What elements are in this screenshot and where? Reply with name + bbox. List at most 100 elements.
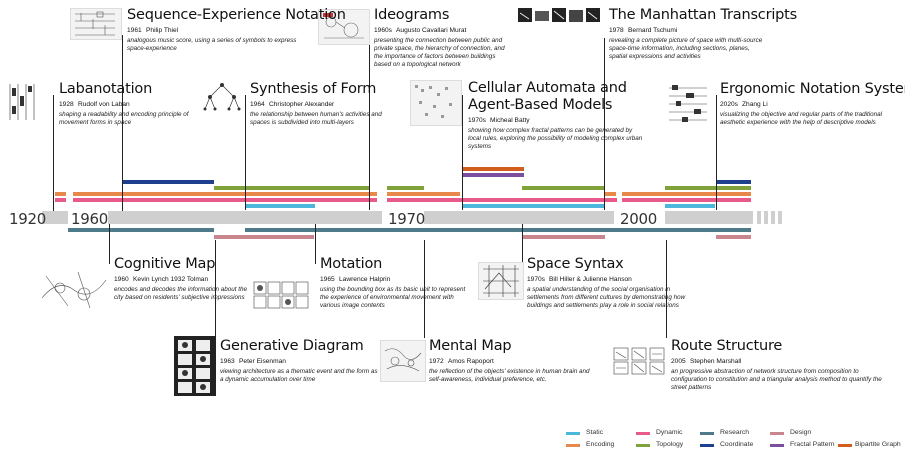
connector-sequence [122,35,123,211]
bar-design [214,235,314,239]
node-desc-synthesis: the relationship between human's activit… [250,111,382,126]
node-title-labanotation: Labanotation [59,81,153,97]
node-title-ideograms: Ideograms [374,7,450,23]
bar-coordinate [122,180,214,184]
node-year-labanotation: 1928 [59,101,74,108]
manhattan-transcripts-image [518,8,602,30]
connector-cellular [462,95,463,210]
node-author-ergonomic: Zhang Li [742,101,768,108]
node-title-cognitive: Cognitive Map [114,256,216,272]
node-title-generative: Generative Diagram [220,338,364,354]
legend-label-static: Static [586,429,603,436]
node-year-mentalmap: 1972 [429,358,444,365]
connector-mentalmap [424,240,425,338]
node-year-route: 2005 [671,358,686,365]
node-author-spacesyntax: Bill Hiller & Julienne Hanson [549,276,632,283]
bar-dynamic [622,198,751,202]
node-desc-cellular: showing how complex fractal patterns can… [468,127,643,150]
connector-cognitive [109,224,110,264]
node-desc-sequence: analogous music score, using a series of… [127,37,297,52]
node-desc-ideograms: presenting the connection between public… [374,37,505,68]
node-year-generative: 1963 [220,358,235,365]
node-author-cellular: Micheal Batty [490,117,530,124]
legend-label-fractal-pattern: Fractal Pattern [790,441,835,448]
year-label-1960: 1960 [71,210,108,228]
cognitive-map-image [38,268,108,310]
node-desc-route: an progressive abstraction of network st… [671,368,882,391]
cellular-automata-image [410,80,462,126]
ideograms-image [318,9,370,45]
node-year-motation: 1965 [320,276,335,283]
year-label-2000: 2000 [620,210,657,228]
legend-swatch-encoding [566,444,580,447]
node-desc-motation: using the bounding box as its basic unit… [320,286,466,309]
node-desc-spacesyntax: a spatial understanding of the social or… [527,286,686,309]
ergonomic-notation-image [664,80,714,130]
node-desc-mentalmap: the reflection of the objects' existence… [429,368,590,383]
bar-encoding [387,192,460,196]
motation-image [252,280,312,310]
connector-route [666,240,667,338]
connector-motation [315,224,316,264]
bar-encoding [55,192,66,196]
connector-labanotation [53,95,54,211]
bar-coordinate [716,180,751,184]
legend-swatch-topology [636,444,650,447]
node-author-manhattan: Bernard Tschumi [628,27,678,34]
node-year-spacesyntax: 1970s [527,276,545,283]
bar-research [245,228,751,232]
node-title-cellular: Cellular Automata and Agent-Based Models [468,80,627,113]
node-year-cellular: 1970s [468,117,486,124]
node-title-synthesis: Synthesis of Form [250,81,377,97]
legend-label-design: Design [790,429,812,436]
node-desc-labanotation: shaping a readability and encoding princ… [59,111,189,126]
bar-encoding [73,192,377,196]
node-year-sequence: 1961 [127,27,142,34]
connector-spacesyntax [522,224,523,264]
synthesis-of-form-image [200,82,244,112]
node-title-sequence: Sequence-Experience Notation [127,7,346,23]
node-year-manhattan: 1978 [609,27,624,34]
node-author-generative: Peter Eisenman [239,358,286,365]
legend-label-topology: Topology [656,441,684,448]
node-title-mentalmap: Mental Map [429,338,512,354]
node-desc-generative: viewing architecture as a thematic event… [220,368,378,383]
bar-topology [522,186,604,190]
legend-label-bipartite-graph: Bipartite Graph [855,441,901,448]
node-author-motation: Lawrence Halprin [339,276,391,283]
legend-label-coordinate: Coordinate [720,441,754,448]
legend-label-encoding: Encoding [586,441,615,448]
legend-swatch-dynamic [636,432,650,435]
node-author-synthesis: Christopher Alexander [269,101,335,108]
connector-ergonomic [716,95,717,210]
legend-label-dynamic: Dynamic [656,429,683,436]
bar-static [665,204,715,208]
node-year-ideograms: 1960s [374,27,392,34]
legend-label-research: Research [720,429,750,436]
bar-dynamic [73,198,377,202]
labanotation-image [4,82,52,122]
node-author-ideograms: Augusto Cavallari Murat [396,27,467,34]
node-desc-ergonomic: visualizing the objective and regular pa… [720,111,883,126]
node-desc-manhattan: revealing a complete picture of space wi… [609,37,763,60]
route-structure-image [612,346,666,376]
node-author-route: Stephen Marshall [690,358,742,365]
node-title-route: Route Structure [671,338,783,354]
bar-bipartite [462,167,524,171]
mental-map-image [380,340,426,382]
node-author-sequence: Philip Thiel [146,27,179,34]
connector-synthesis [245,95,246,210]
bar-topology [665,186,751,190]
node-title-manhattan: The Manhattan Transcripts [609,7,798,23]
legend-swatch-research [700,432,714,435]
bar-dynamic [55,198,66,202]
connector-manhattan [604,38,605,210]
sequence-notation-image [70,8,122,40]
node-year-cognitive: 1960 [114,276,129,283]
legend-swatch-fractal-pattern [770,444,784,447]
legend-swatch-coordinate [700,444,714,447]
bar-topology [387,186,424,190]
node-year-ergonomic: 2020s [720,101,738,108]
node-title-ergonomic: Ergonomic Notation System [720,81,905,97]
bar-fractal [462,173,524,177]
